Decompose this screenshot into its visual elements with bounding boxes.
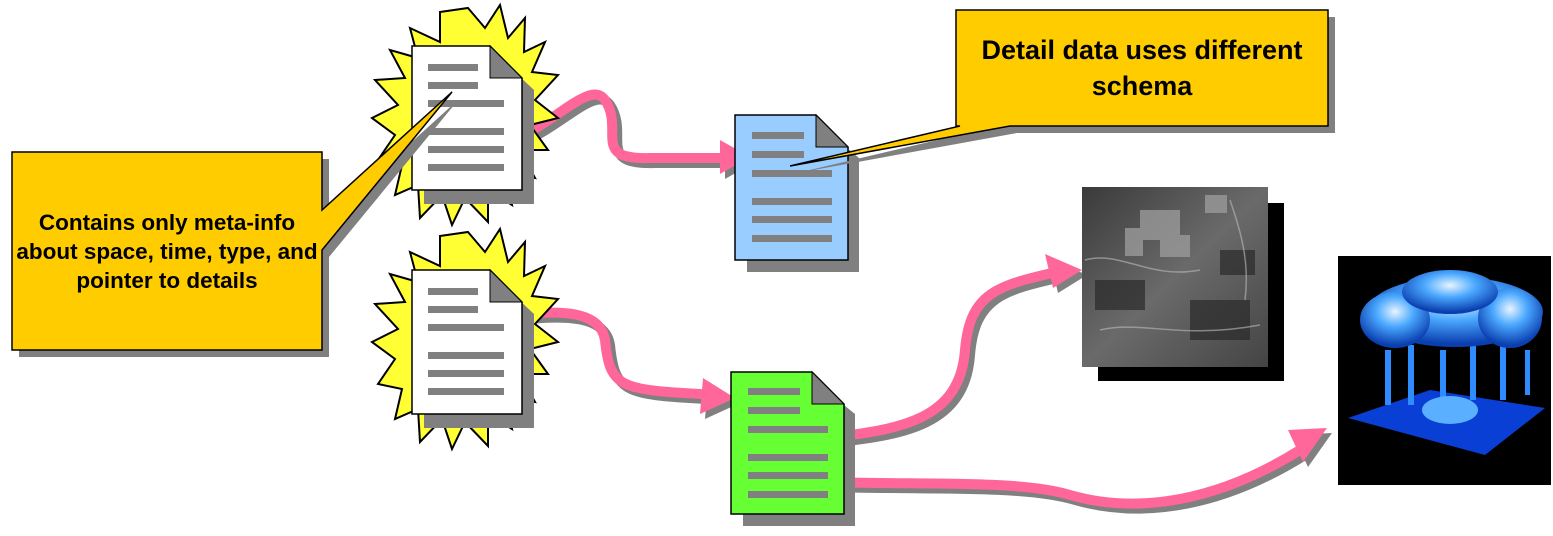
- schema-callout-text: Detail data uses different schema: [981, 35, 1303, 101]
- arrow-meta1-to-blue: [510, 89, 755, 179]
- callout-schema: [789, 9, 1335, 173]
- lidar-render-image: [1338, 256, 1551, 485]
- satellite-image: [1082, 187, 1284, 381]
- metadata-document-1: [370, 2, 561, 228]
- callout-meta-info: [11, 91, 459, 357]
- arrow-green-to-satellite: [824, 254, 1087, 448]
- metadata-document-2: [370, 226, 561, 452]
- meta-info-callout-text: Contains only meta-info about space, tim…: [16, 209, 318, 293]
- arrow-green-to-lidar: [824, 428, 1332, 514]
- detail-document-green: [730, 370, 855, 526]
- arrow-meta2-to-green: [511, 307, 740, 419]
- detail-document-blue: [734, 113, 859, 272]
